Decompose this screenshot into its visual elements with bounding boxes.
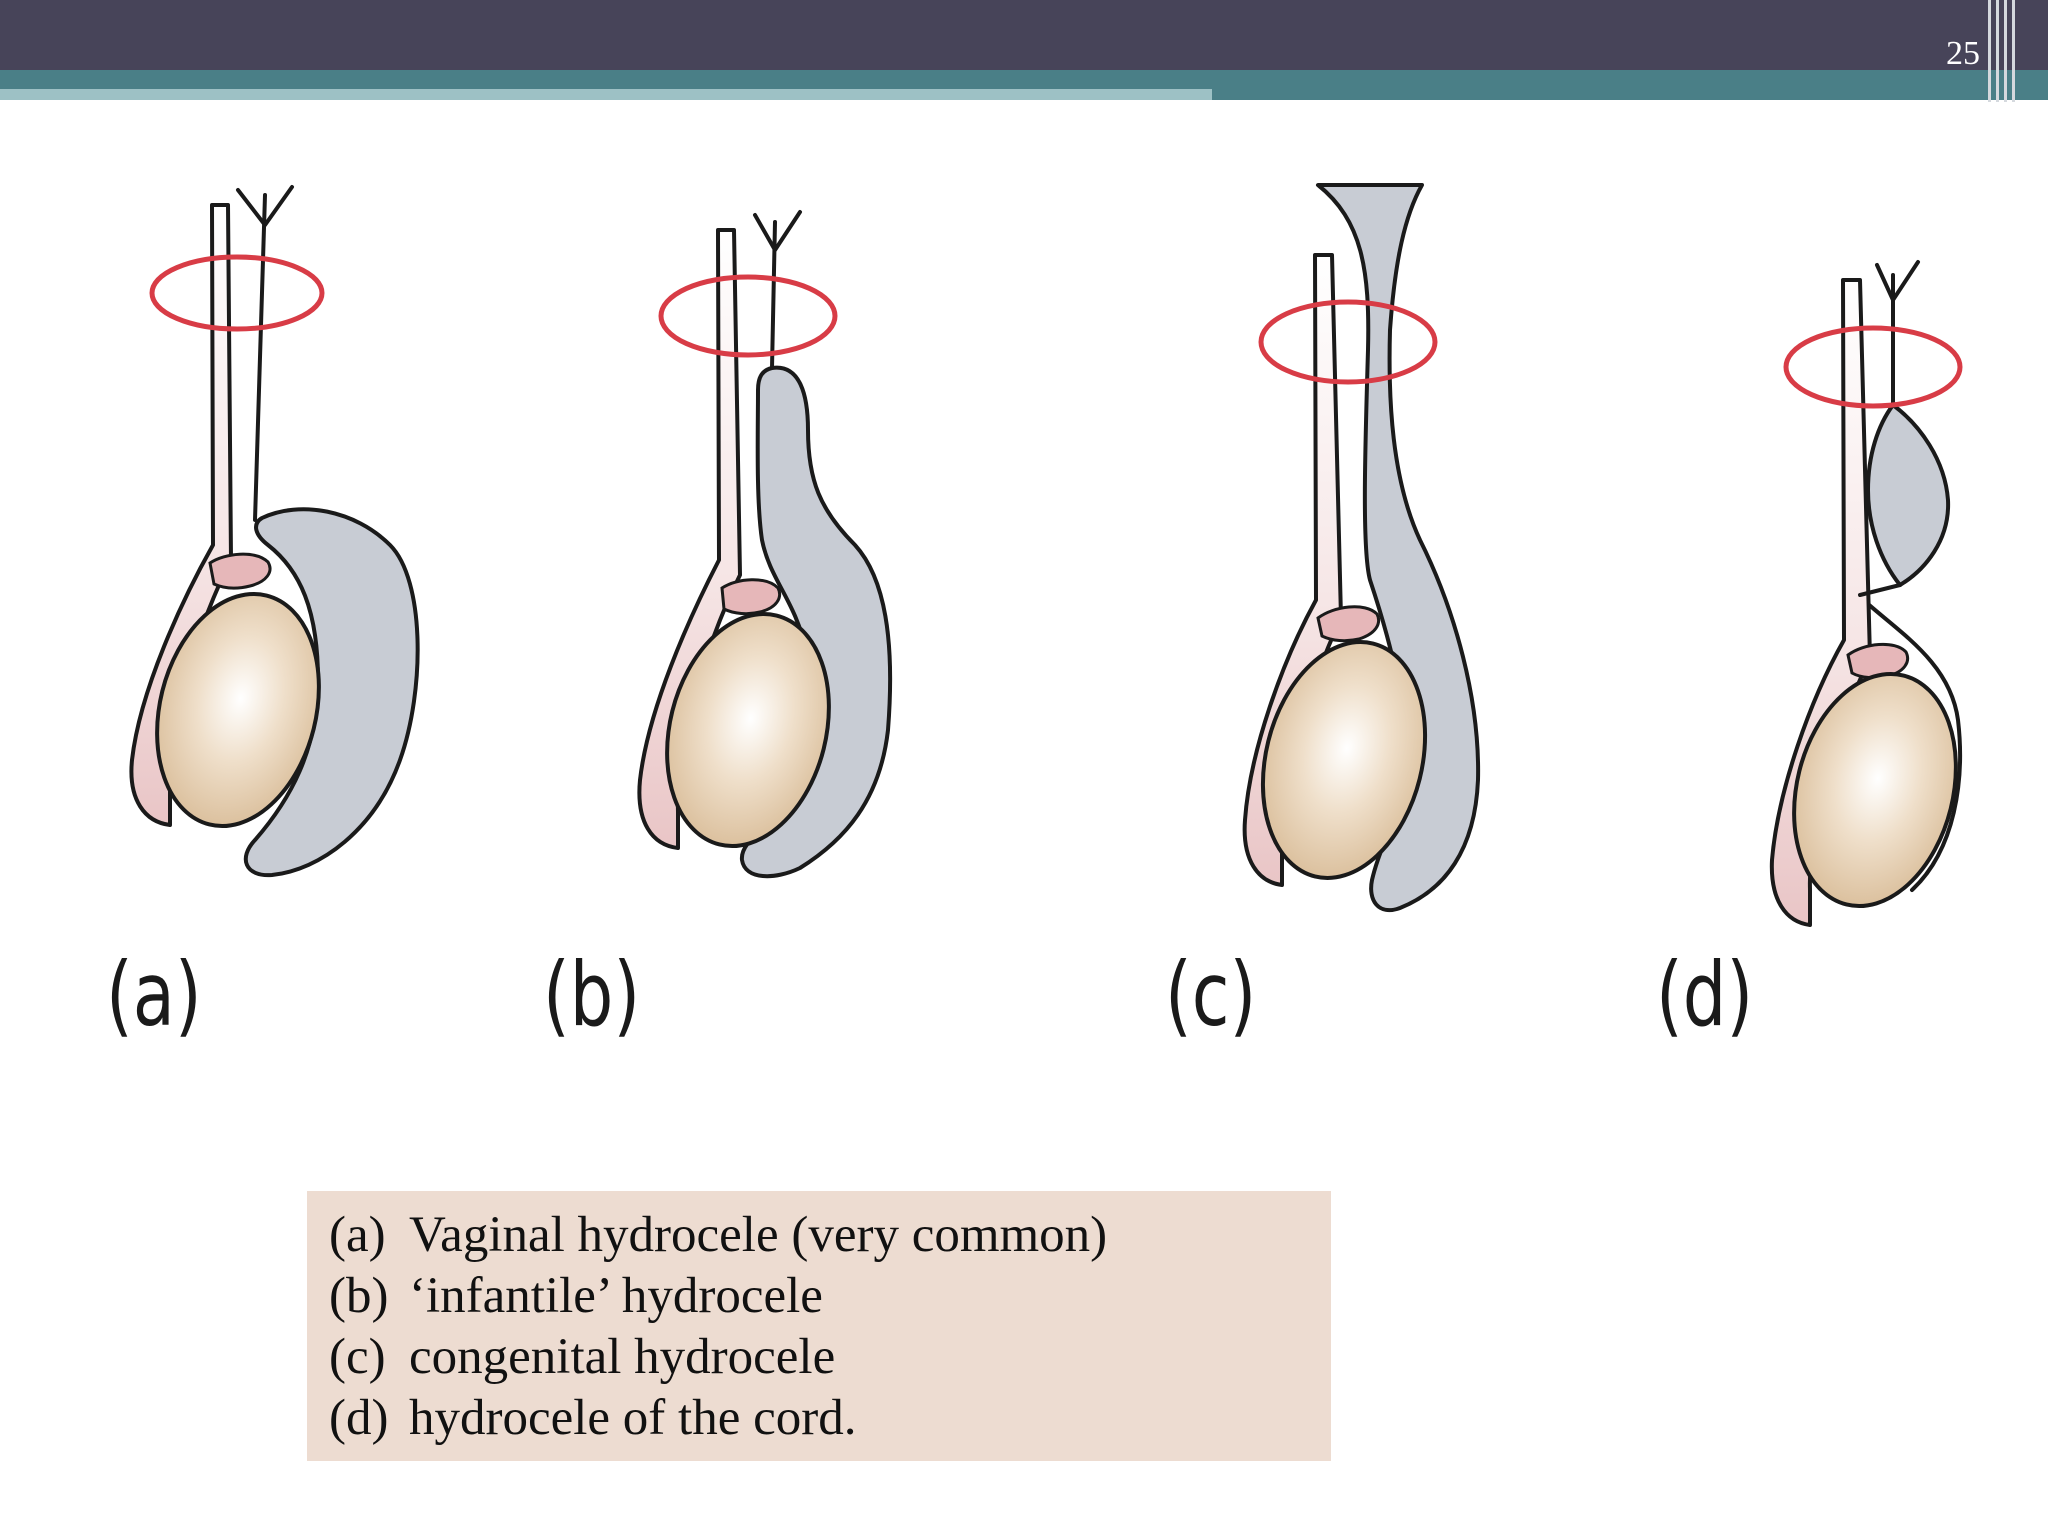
caption-letter: (a) <box>329 1207 386 1263</box>
testis <box>1260 640 1428 880</box>
epididymis-head <box>208 552 272 590</box>
edge-strip <box>1996 0 1999 102</box>
caption-box: (a) Vaginal hydrocele (very common) (b) ‘i… <box>307 1191 1331 1461</box>
slide-number: 25 <box>1946 35 1980 72</box>
panel-label-c: (c) <box>1165 943 1257 1046</box>
edge-strip <box>2012 0 2015 102</box>
panel-label-d: (d) <box>1656 943 1754 1046</box>
header-bar <box>0 0 2048 70</box>
processus-vaginalis <box>1858 583 1902 597</box>
epididymis-head <box>720 578 782 616</box>
panel-label-a: (a) <box>106 943 202 1046</box>
caption-text: hydrocele of the cord. <box>409 1390 857 1446</box>
testis <box>665 611 831 849</box>
caption-text: Vaginal hydrocele (very common) <box>409 1207 1108 1263</box>
processus-vaginalis-top <box>1875 260 1920 302</box>
inguinal-ring <box>658 274 838 358</box>
inguinal-ring <box>1783 325 1963 409</box>
processus-vaginalis-top <box>753 210 802 252</box>
epididymis-head <box>1316 605 1381 643</box>
caption-item: (b) ‘infantile’ hydrocele <box>329 1266 1331 1327</box>
caption-letter: (c) <box>329 1329 386 1385</box>
testis <box>1792 671 1958 909</box>
panel-c-diagram <box>1242 183 1481 912</box>
caption-letter: (d) <box>329 1390 389 1446</box>
panel-b-diagram <box>637 210 893 879</box>
caption-item: (d) hydrocele of the cord. <box>329 1388 1331 1449</box>
processus-vaginalis-top <box>236 185 294 227</box>
panel-a-diagram <box>129 185 420 878</box>
edge-strip <box>2004 0 2007 102</box>
caption-item: (c) congenital hydrocele <box>329 1327 1331 1388</box>
inguinal-ring <box>1258 299 1438 385</box>
panel-label-b: (b) <box>543 943 641 1046</box>
patent-processus-vaginalis <box>1316 183 1481 912</box>
caption-text: congenital hydrocele <box>409 1329 836 1385</box>
caption-text: ‘infantile’ hydrocele <box>409 1268 823 1324</box>
encysted-hydrocele <box>1866 403 1951 587</box>
tunica-vaginalis <box>1856 593 1963 892</box>
caption-item: (a) Vaginal hydrocele (very common) <box>329 1205 1331 1266</box>
hydrocele-sac <box>739 365 893 879</box>
panel-d-diagram <box>1769 260 1963 927</box>
processus-vaginalis <box>253 193 267 522</box>
caption-letter: (b) <box>329 1268 389 1324</box>
testis <box>155 591 321 829</box>
inguinal-ring <box>149 254 325 332</box>
header-accent-highlight <box>0 89 1212 100</box>
edge-strip <box>1988 0 1991 102</box>
epididymis-head <box>1846 642 1910 680</box>
hydrocele-sac <box>243 507 420 878</box>
